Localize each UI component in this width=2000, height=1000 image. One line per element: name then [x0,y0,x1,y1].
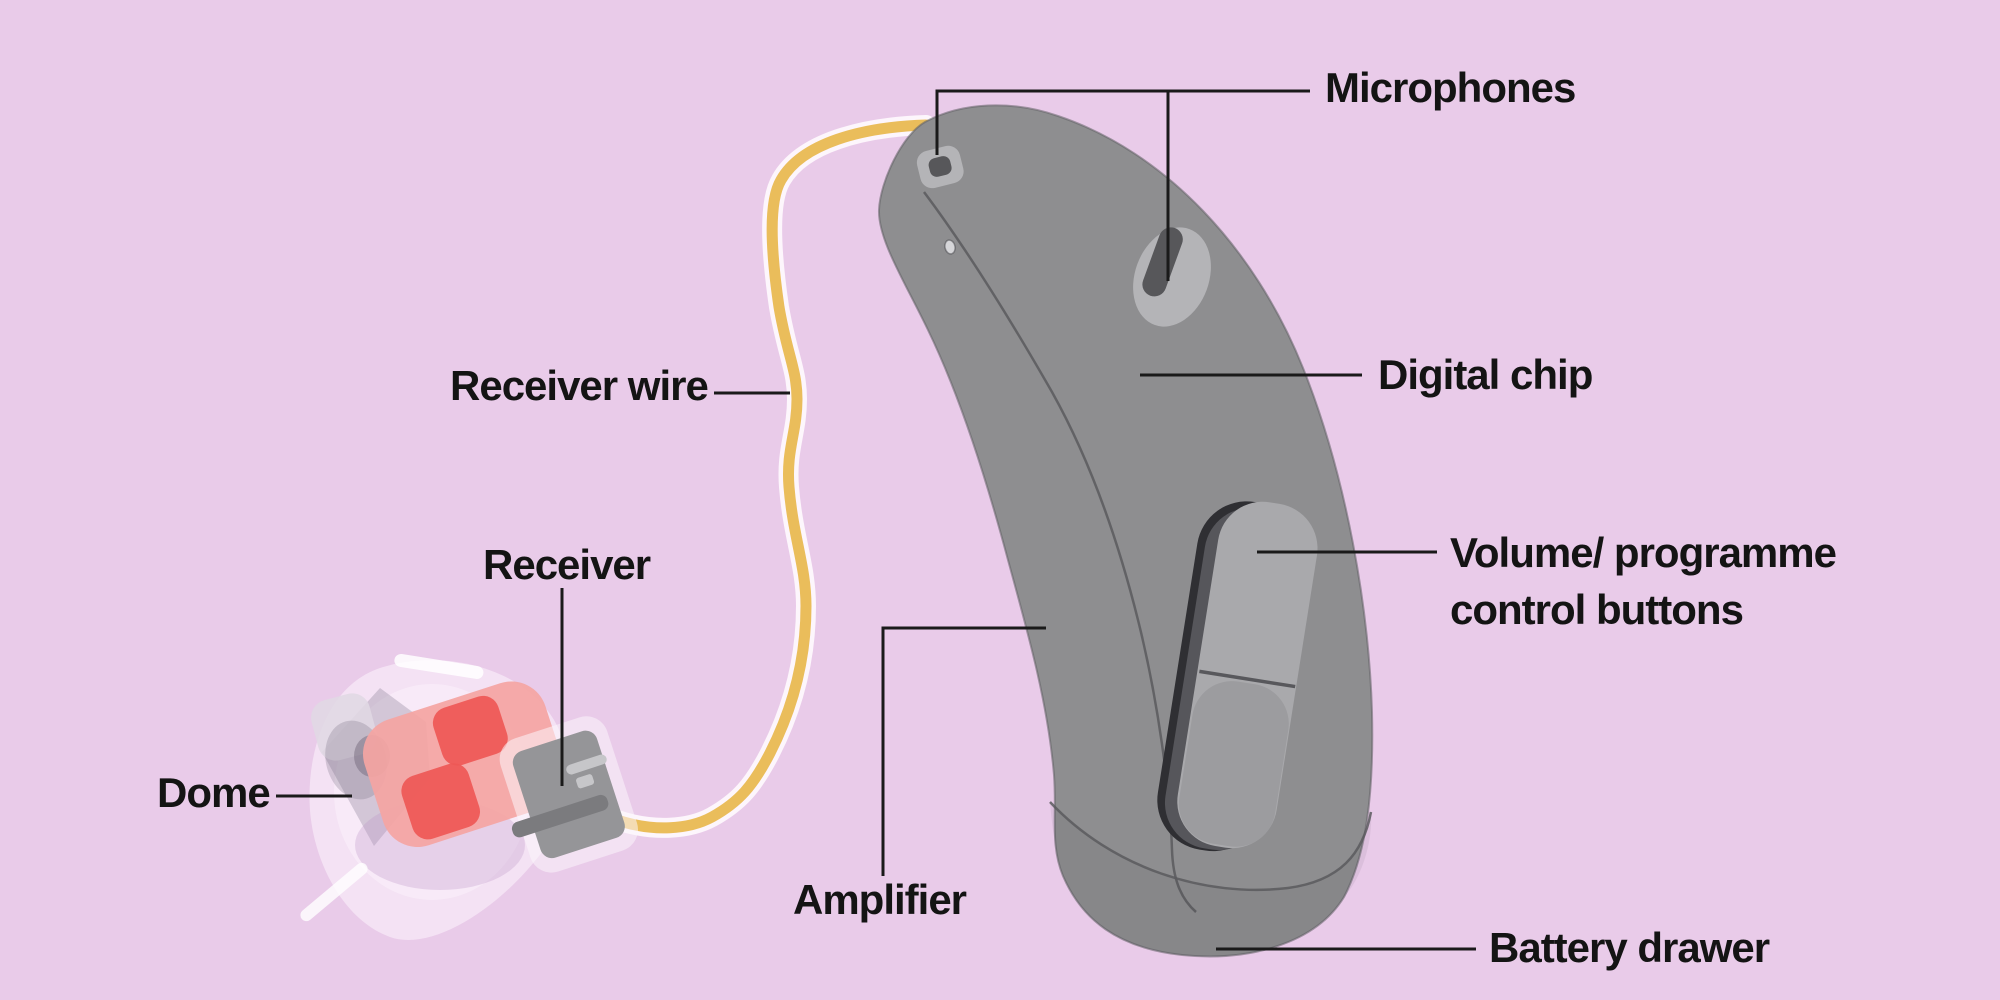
microphone-slot-group [1133,227,1211,327]
label-amplifier: Amplifier [793,876,967,923]
leader-lines [276,89,1476,951]
receiver-wire-graphic [604,115,936,838]
dome-highlight-bottom [300,862,368,922]
rocker-divider [1199,669,1296,689]
connector-band [511,794,609,838]
label-microphones: Microphones [1325,64,1576,111]
hearing-aid-body-group [877,104,1374,958]
rocker-button-group [1157,501,1318,852]
microphone-port-hole [928,156,952,177]
leader-microphones [935,89,1310,281]
microphone-slot-opening [1142,227,1183,297]
receiver-unit-group [363,681,639,873]
label-receiver: Receiver [483,541,651,588]
connector-stripe-small [576,774,595,789]
battery-drawer-seam [1049,801,1373,892]
label-volume-programme-control-buttons: Volume/ programme control buttons [1450,529,1837,633]
label-dome: Dome [157,769,271,816]
speaker-cap [311,693,377,761]
receiver-accent-bottom [401,763,481,840]
dome-receiver-assembly [300,653,639,940]
label-receiver-wire: Receiver wire [450,362,709,409]
microphone-slot [1133,227,1211,327]
label-digital-chip: Digital chip [1378,351,1593,398]
screw-dot-top [944,239,956,255]
label-battery-drawer: Battery drawer [1489,924,1770,971]
connector-stripe-long [566,754,607,775]
microphone-port-group [916,145,964,189]
receiver-wire-core [608,119,932,834]
rocker-button-lower [1178,681,1289,847]
faceplate-seam [922,191,1197,913]
receiver-accent-top [432,695,508,766]
dome-highlight-top [394,653,484,680]
battery-drawer-shade [1050,802,1372,957]
leader-amplifier [881,626,1046,876]
